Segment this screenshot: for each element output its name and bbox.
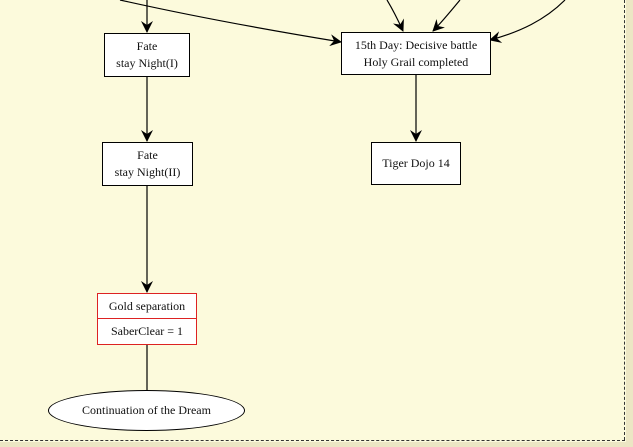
cluster-border-right: [624, 0, 625, 440]
outside-area-bottom: [0, 442, 633, 447]
outside-area-right: [626, 0, 633, 447]
edge-offscreen-to-day15-a: [386, 0, 404, 32]
node-fate-stay-night-1[interactable]: Fate stay Night(I): [104, 33, 190, 77]
node-continuation-of-the-dream[interactable]: Continuation of the Dream: [48, 390, 245, 431]
node-label-line1: Fate: [136, 39, 158, 53]
edge-offscreen-to-day15-right: [489, 0, 566, 43]
node-title: Gold separation: [108, 298, 186, 313]
node-fate-stay-night-2[interactable]: Fate stay Night(II): [102, 142, 193, 186]
node-label: Continuation of the Dream: [82, 403, 211, 417]
node-label-line2: stay Night(I): [116, 56, 178, 70]
node-tiger-dojo-14[interactable]: Tiger Dojo 14: [371, 142, 461, 185]
node-condition: SaberClear = 1: [98, 318, 196, 343]
node-label-line1: 15th Day: Decisive battle: [354, 37, 478, 52]
node-gold-separation[interactable]: Gold separation SaberClear = 1: [97, 293, 197, 345]
edge-offscreen-to-day15-left: [119, 0, 342, 47]
cluster-border-bottom: [0, 440, 625, 441]
node-15th-day[interactable]: 15th Day: Decisive battle Holy Grail com…: [341, 32, 491, 75]
node-label-line2: stay Night(II): [114, 165, 181, 179]
node-label-line2: Holy Grail completed: [363, 54, 469, 69]
node-label: Tiger Dojo 14: [382, 156, 450, 170]
node-label-line1: Fate: [137, 148, 158, 162]
edge-offscreen-to-day15-b: [432, 0, 461, 32]
